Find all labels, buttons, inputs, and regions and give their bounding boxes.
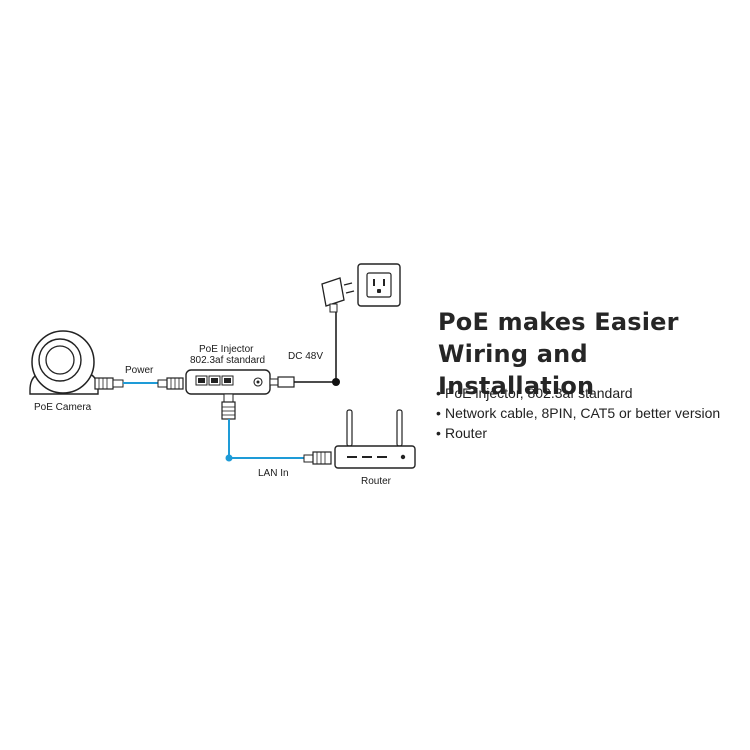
rj45-connector-icon: [94, 377, 124, 390]
camera-label: PoE Camera: [34, 402, 92, 413]
rj45-connector-icon: [303, 451, 332, 465]
poe-camera-icon: [29, 330, 99, 395]
feature-list: •PoE injector, 802.3af standard •Network…: [436, 383, 720, 443]
cable-junction-dot: [332, 378, 340, 386]
dc-power-cable: [294, 312, 337, 383]
rj45-connector-icon: [157, 377, 184, 390]
lan-in-label: LAN In: [258, 468, 289, 479]
lan-cable: [228, 419, 304, 459]
dc-plug-icon: [269, 376, 295, 388]
bullet-dot-icon: •: [436, 385, 441, 401]
power-label: Power: [125, 365, 154, 376]
headline-line-1: PoE makes Easier: [438, 308, 679, 336]
feature-list-item: •PoE injector, 802.3af standard: [436, 383, 720, 403]
router-label: Router: [361, 476, 392, 487]
rj45-connector-icon: [221, 393, 236, 420]
headline-line-2: Wiring and Installation: [438, 340, 595, 400]
feature-list-item: •Network cable, 8PIN, CAT5 or better ver…: [436, 403, 720, 423]
headline: PoE makes Easier Wiring and Installation: [438, 306, 750, 402]
router-icon: [334, 409, 416, 469]
bullet-dot-icon: •: [436, 405, 441, 421]
power-adapter-icon: [321, 277, 355, 313]
bullet-dot-icon: •: [436, 425, 441, 441]
poe-injector-icon: [185, 369, 271, 395]
dc-voltage-label: DC 48V: [288, 351, 323, 362]
wall-outlet-icon: [357, 263, 401, 307]
injector-label-line2: 802.3af standard: [190, 355, 265, 366]
feature-text: PoE injector, 802.3af standard: [445, 385, 633, 401]
feature-text: Network cable, 8PIN, CAT5 or better vers…: [445, 405, 721, 421]
feature-list-item: •Router: [436, 423, 720, 443]
feature-text: Router: [445, 425, 488, 441]
injector-label-line1: PoE Injector: [199, 344, 254, 355]
cable-junction-dot: [225, 454, 233, 462]
